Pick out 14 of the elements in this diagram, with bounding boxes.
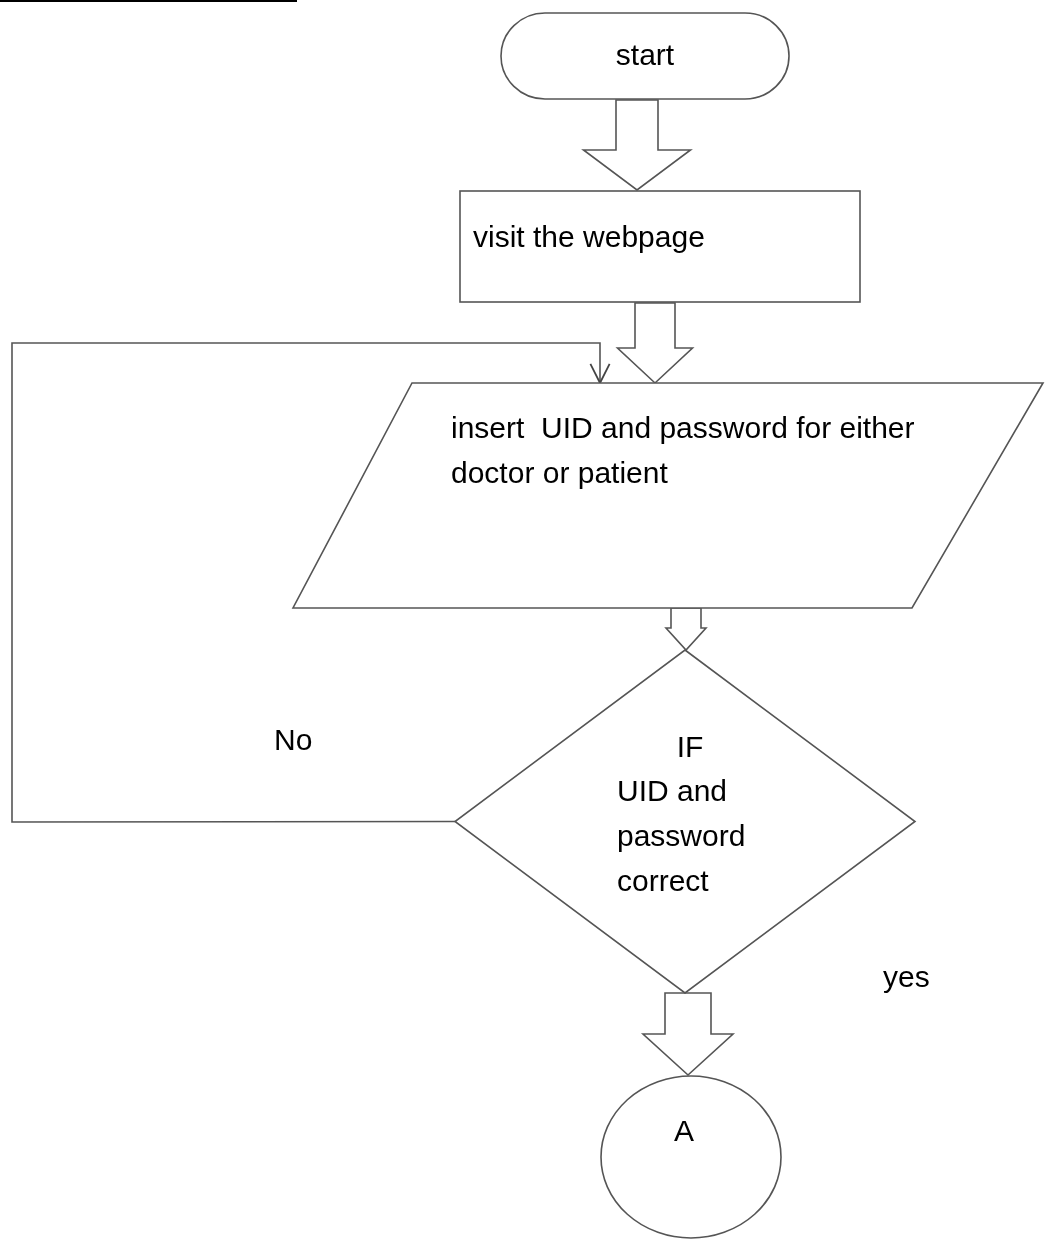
block-arrow (640, 992, 736, 1077)
process-box (459, 190, 861, 303)
node-label: visit the webpage (473, 219, 706, 255)
input-parallelogram (293, 383, 1043, 608)
block-arrow (664, 607, 708, 652)
connector-circle (600, 1075, 782, 1239)
node-label: start (614, 37, 676, 73)
node-label: UID and password correct (617, 773, 747, 899)
node-label: insert UID and password for either doctor or patient (451, 410, 916, 491)
block-arrow (581, 99, 693, 191)
block-arrow (615, 302, 695, 385)
arrow (11, 342, 611, 823)
node-label: IF (675, 729, 705, 765)
node-label: A (673, 1113, 695, 1149)
